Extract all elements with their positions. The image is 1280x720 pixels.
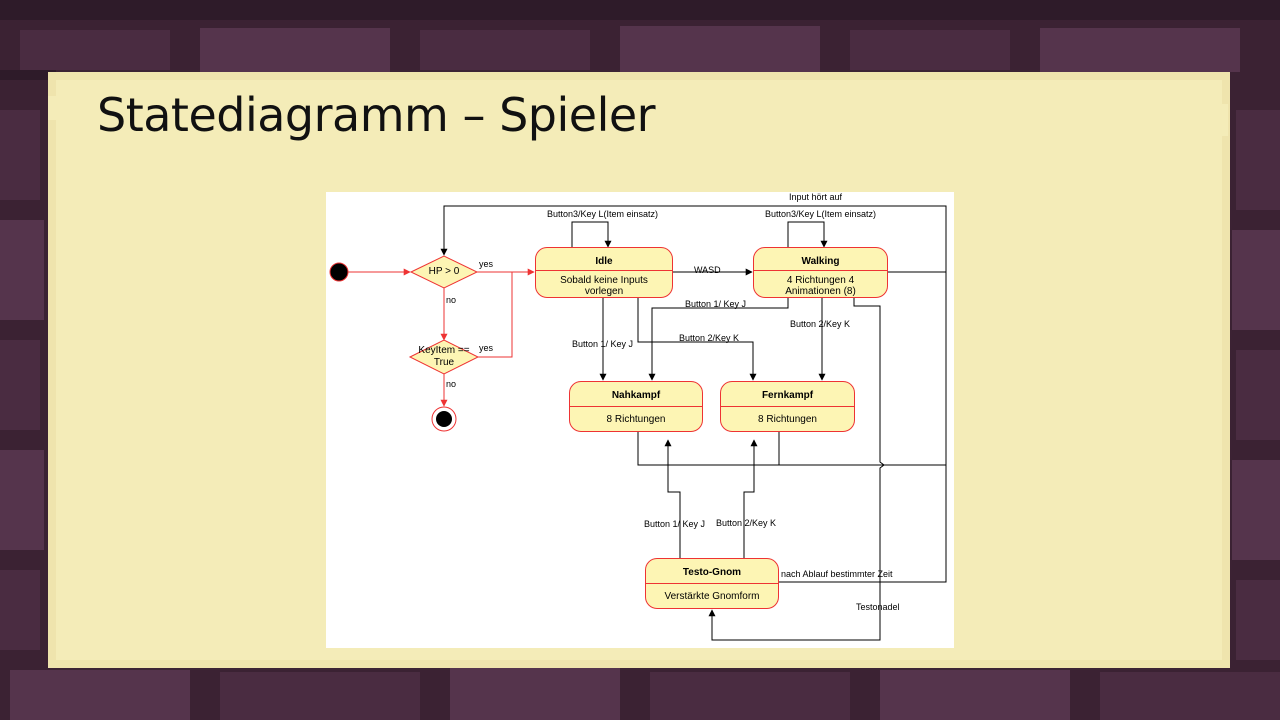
label-yes-keyitem: yes	[479, 343, 494, 353]
label-idle-button1: Button 1/ Key J	[572, 339, 634, 349]
label-input-hoert-auf: Input hört auf	[789, 192, 843, 202]
label-walking-button2: Button 2/Key K	[790, 319, 851, 329]
label-idle-button2: Button 2/Key K	[679, 333, 740, 343]
hp-decision-label: HP > 0	[428, 266, 460, 277]
state-nahkampf: Nahkampf 8 Richtungen	[569, 381, 703, 432]
label-testo-button1: Button 1/ Key J	[644, 519, 706, 529]
label-idle-self: Button3/Key L(Item einsatz)	[547, 209, 659, 219]
label-testonadel: Testonadel	[856, 602, 900, 612]
diagram-connectors	[329, 205, 947, 641]
slide-title: Statediagramm – Spieler	[97, 88, 656, 142]
label-walking-button1: Button 1/ Key J	[685, 299, 747, 309]
label-no-hp: no	[446, 295, 457, 305]
keyitem-decision-label: KeyItem == True	[418, 345, 470, 368]
label-timeout: nach Ablauf bestimmter Zeit	[781, 569, 893, 579]
label-walking-self: Button3/Key L(Item einsatz)	[765, 209, 877, 219]
state-walking: Walking 4 Richtungen 4 Animationen (8)	[753, 247, 888, 298]
state-diagram: HP > 0 KeyItem == True Idle Sobald keine…	[326, 192, 954, 648]
label-testo-button2: Button 2/Key K	[716, 518, 777, 528]
state-fernkampf: Fernkampf 8 Richtungen	[720, 381, 855, 432]
initial-node	[329, 262, 349, 282]
state-testo-gnom: Testo-Gnom Verstärkte Gnomform	[645, 558, 779, 609]
label-no-keyitem: no	[446, 379, 457, 389]
label-wasd: WASD	[694, 265, 721, 275]
label-yes-hp: yes	[479, 259, 494, 269]
state-idle: Idle Sobald keine Inputs vorlegen	[535, 247, 673, 298]
